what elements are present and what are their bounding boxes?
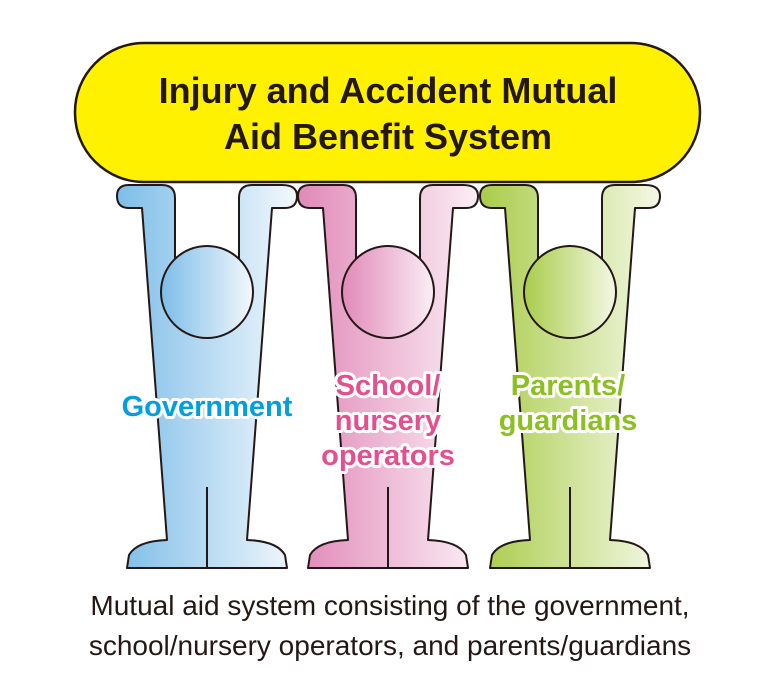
title-line-2: Aid Benefit System [224, 116, 552, 157]
caption-line-1: Mutual aid system consisting of the gove… [90, 590, 689, 621]
label-parents-line-1: Parents/ [511, 370, 625, 402]
caption-line-2: school/nursery operators, and parents/gu… [89, 630, 691, 661]
label-school-line-2: nursery [335, 405, 441, 437]
title-line-1: Injury and Accident Mutual [159, 70, 618, 111]
label-school-line-1: School/ [336, 370, 441, 402]
label-school-line-3: operators [321, 440, 455, 472]
title-banner [73, 41, 702, 184]
label-government: Government [122, 391, 293, 423]
label-parents-line-2: guardians [499, 405, 638, 437]
figure-government [116, 184, 298, 569]
